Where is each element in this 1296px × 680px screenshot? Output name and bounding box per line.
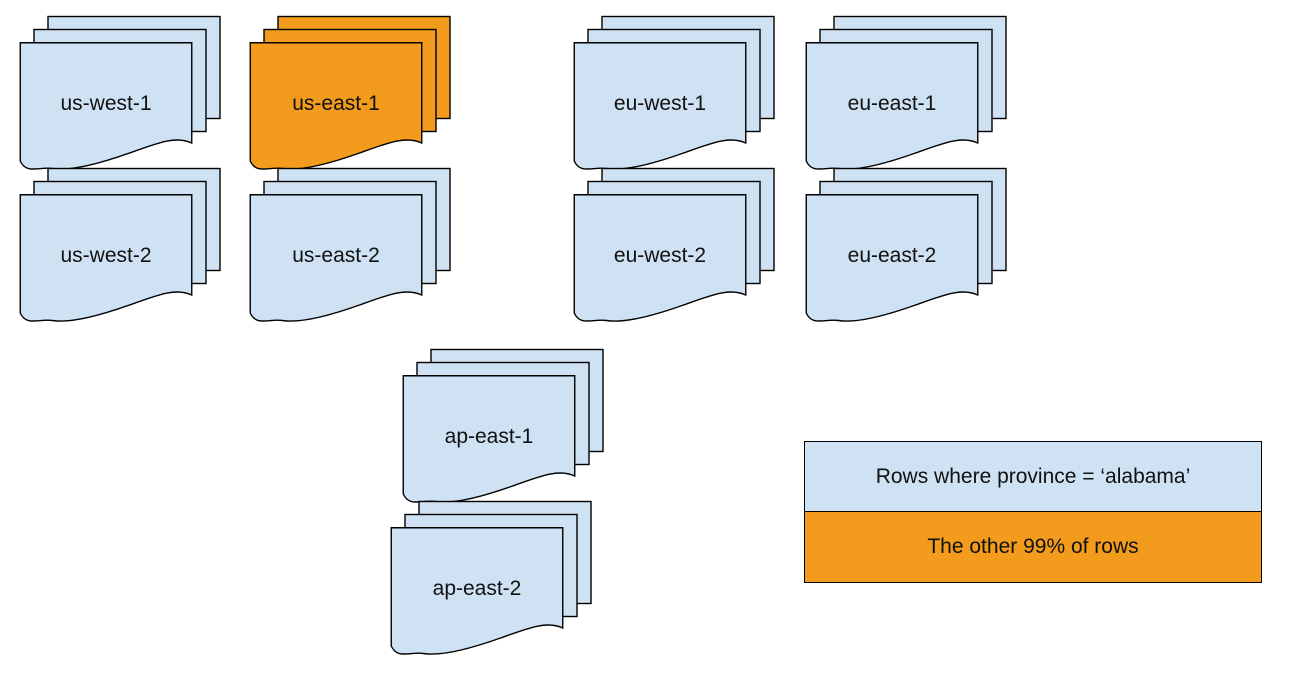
document-front bbox=[573, 42, 747, 170]
region-stack-eu-west-2: eu-west-2 bbox=[571, 167, 776, 323]
region-label: us-west-1 bbox=[60, 92, 151, 115]
region-label: us-east-1 bbox=[292, 92, 380, 115]
document-front bbox=[249, 194, 423, 322]
region-label: ap-east-1 bbox=[445, 425, 534, 448]
legend: Rows where province = ‘alabama’ The othe… bbox=[804, 441, 1262, 583]
document-stack-graphic: us-west-2 bbox=[19, 167, 221, 322]
region-label: eu-east-1 bbox=[848, 92, 937, 115]
region-label: eu-west-1 bbox=[614, 92, 706, 115]
legend-label-other-rows: The other 99% of rows bbox=[927, 535, 1139, 558]
document-stack-graphic: us-east-1 bbox=[249, 15, 451, 170]
region-label: eu-east-2 bbox=[848, 244, 937, 267]
region-stack-eu-west-1: eu-west-1 bbox=[571, 15, 776, 171]
region-label: eu-west-2 bbox=[614, 244, 706, 267]
region-stack-eu-east-1: eu-east-1 bbox=[803, 15, 1008, 171]
document-front bbox=[19, 42, 193, 170]
region-label: ap-east-2 bbox=[433, 577, 522, 600]
document-stack-graphic: eu-east-2 bbox=[805, 167, 1007, 322]
document-stack-graphic: ap-east-1 bbox=[402, 348, 604, 503]
legend-item-alabama-rows: Rows where province = ‘alabama’ bbox=[805, 442, 1261, 511]
region-stack-us-west-2: us-west-2 bbox=[17, 167, 222, 323]
region-stack-us-east-1: us-east-1 bbox=[247, 15, 452, 171]
legend-item-other-rows: The other 99% of rows bbox=[805, 511, 1261, 582]
region-stack-us-east-2: us-east-2 bbox=[247, 167, 452, 323]
document-stack-graphic: eu-west-1 bbox=[573, 15, 775, 170]
document-front bbox=[390, 527, 564, 655]
document-front bbox=[402, 375, 576, 503]
document-stack-graphic: us-west-1 bbox=[19, 15, 221, 170]
region-stack-ap-east-2: ap-east-2 bbox=[388, 500, 593, 656]
document-front bbox=[573, 194, 747, 322]
document-front bbox=[805, 42, 979, 170]
document-stack-graphic: ap-east-2 bbox=[390, 500, 592, 655]
document-front bbox=[805, 194, 979, 322]
region-stack-eu-east-2: eu-east-2 bbox=[803, 167, 1008, 323]
region-label: us-west-2 bbox=[60, 244, 151, 267]
legend-label-alabama-rows: Rows where province = ‘alabama’ bbox=[875, 464, 1191, 488]
region-stack-us-west-1: us-west-1 bbox=[17, 15, 222, 171]
region-stack-ap-east-1: ap-east-1 bbox=[400, 348, 605, 504]
document-stack-graphic: eu-east-1 bbox=[805, 15, 1007, 170]
document-front bbox=[19, 194, 193, 322]
region-label: us-east-2 bbox=[292, 244, 380, 267]
document-front bbox=[249, 42, 423, 170]
document-stack-graphic: eu-west-2 bbox=[573, 167, 775, 322]
document-stack-graphic: us-east-2 bbox=[249, 167, 451, 322]
